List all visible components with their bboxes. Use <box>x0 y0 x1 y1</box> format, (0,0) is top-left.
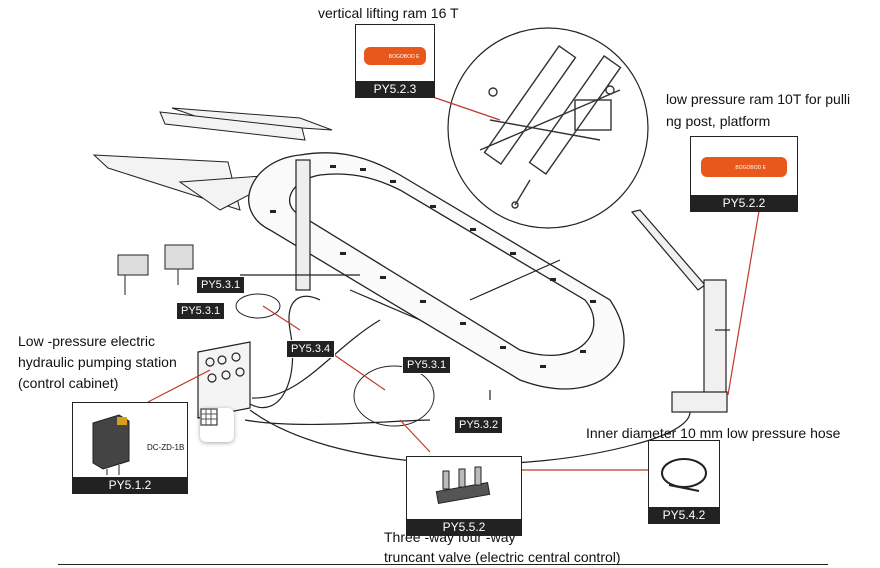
pump-model: DC-ZD-1B <box>147 443 185 452</box>
lift-ram-label: vertical lifting ram 16 T <box>318 5 459 21</box>
low-ram-code: PY5.2.2 <box>691 195 797 211</box>
hose-code: PY5.4.2 <box>649 507 719 523</box>
ram-text-2: BOGOBOD E <box>735 165 766 171</box>
hose-image <box>661 458 707 492</box>
low-ram-box: BOGOBOD E PY5.2.2 <box>690 136 798 212</box>
lift-ram-code: PY5.2.3 <box>356 81 434 97</box>
lift-ram-box: BOGOBOD E PY5.2.3 <box>355 24 435 98</box>
valve-code: PY5.5.2 <box>407 519 521 535</box>
bottom-divider <box>58 564 828 565</box>
hose-label: Inner diameter 10 mm low pressure hose <box>586 425 841 441</box>
lift-ram-image: BOGOBOD E <box>364 47 426 65</box>
hose-box: PY5.4.2 <box>648 440 720 524</box>
valve-box: PY5.5.2 <box>406 456 522 536</box>
table-grid-icon <box>200 408 218 426</box>
valve-image <box>435 466 491 505</box>
pump-label-line2: hydraulic pumping station <box>18 354 177 370</box>
pump-image <box>92 414 130 475</box>
pump-code: PY5.1.2 <box>73 477 187 493</box>
ram-text: BOGOBOD E <box>388 54 420 61</box>
tag-py531-b: PY5.3.1 <box>176 302 226 320</box>
pump-label-line3: (control cabinet) <box>18 375 119 391</box>
low-ram-label-line1: low pressure ram 10T for pulli <box>666 91 851 107</box>
tag-py531-c: PY5.3.1 <box>402 356 452 374</box>
low-ram-label-line2: ng post, platform <box>666 113 771 129</box>
tag-py534: PY5.3.4 <box>286 340 336 358</box>
valve-label-line2: truncant valve (electric central control… <box>384 549 621 565</box>
pump-label-line1: Low -pressure electric <box>18 333 155 349</box>
pump-box: DC-ZD-1B PY5.1.2 <box>72 402 188 494</box>
tag-py531-a: PY5.3.1 <box>196 276 246 294</box>
low-ram-image: BOGOBOD E <box>701 157 787 177</box>
table-grid-button[interactable] <box>200 408 234 442</box>
tag-py532: PY5.3.2 <box>454 416 504 434</box>
